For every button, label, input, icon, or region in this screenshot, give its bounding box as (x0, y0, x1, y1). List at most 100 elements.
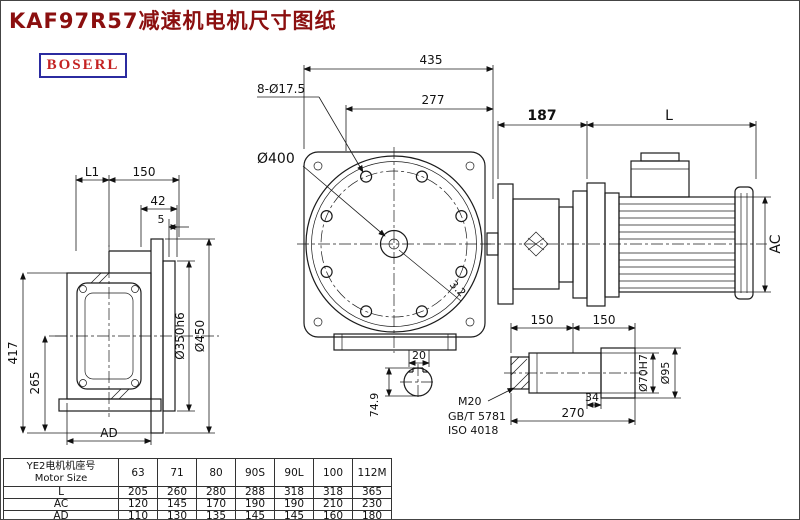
bolt-holes (320, 170, 468, 318)
dim-187: 187 (527, 108, 556, 124)
housing-outline (303, 151, 486, 338)
shaft-section-detail: 74.9 (368, 364, 436, 417)
housing-corner-screw (313, 317, 323, 327)
table-cell: 230 (352, 498, 392, 511)
dim-277: 277 (422, 93, 445, 107)
boserl-logo-text: BOSERL (46, 57, 120, 73)
motor-flange (586, 182, 606, 307)
table-cell: 160 (313, 510, 353, 519)
technical-drawing: L1 150 42 5 417 265 (6, 53, 784, 445)
dim-AC: AC (768, 234, 784, 253)
table-cell: 180 (352, 510, 392, 519)
table-header-motor-size: YE2电机机座号 Motor Size (3, 458, 119, 487)
dim-270: 270 (562, 406, 585, 420)
motor-fins (619, 203, 735, 289)
table-cell: 280 (196, 486, 236, 499)
gearbox-front-view: 3.2 (297, 147, 491, 353)
terminal-box-lid (640, 152, 680, 162)
dim-417: 417 (6, 342, 20, 365)
table-cell: 190 (274, 498, 314, 511)
dim-150: 150 (133, 165, 156, 179)
table-header-row: YE2电机机座号 Motor Size 63 71 80 90S 90L 100… (3, 458, 392, 487)
table-col-header: 112M (352, 458, 392, 487)
dim-34: 34 (585, 391, 599, 404)
dim-150a: 150 (531, 313, 554, 327)
thread-callout: M20 (458, 395, 482, 408)
housing-corner-screw (313, 161, 323, 171)
table-cell: 365 (352, 486, 392, 499)
base-plate (333, 333, 457, 351)
corner-bolt (131, 285, 139, 293)
dim-d70: Ø70H7 (637, 354, 650, 392)
standard-iso: ISO 4018 (448, 424, 498, 437)
dim-74-9: 74.9 (368, 393, 381, 418)
corner-bolt (131, 379, 139, 387)
shaft-end-hatch (510, 356, 530, 390)
table-cell: 145 (274, 510, 314, 519)
dim-20: 20 (412, 349, 426, 362)
table-col-header: 80 (196, 458, 236, 487)
dim-150b: 150 (593, 313, 616, 327)
table-col-header: 100 (313, 458, 353, 487)
adapter-ring (572, 190, 588, 299)
motor-front-housing (604, 192, 620, 298)
gearbox-foot (58, 398, 162, 412)
table-col-header: 90S (235, 458, 275, 487)
dim-L: L (665, 108, 673, 124)
table-cell: 145 (235, 510, 275, 519)
table-cell: 110 (118, 510, 158, 519)
table-cell: 318 (274, 486, 314, 499)
table-header-cn: YE2电机机座号 (26, 460, 96, 472)
table-row-label: L (3, 486, 119, 499)
table-cell: 260 (157, 486, 197, 499)
motor-size-table: YE2电机机座号 Motor Size 63 71 80 90S 90L 100… (3, 458, 392, 519)
table-row-AC: AC 120 145 170 190 190 210 230 (3, 498, 392, 511)
dim-435: 435 (420, 53, 443, 67)
dim-d95: Ø95 (659, 362, 672, 385)
hatch-lines (90, 272, 130, 400)
boserl-logo: BOSERL (39, 53, 127, 78)
gearbox-front-dims: 435 277 8-Ø17.5 Ø400 20 (257, 53, 494, 367)
housing-corner-screw (465, 161, 475, 171)
holes-callout: 8-Ø17.5 (257, 82, 305, 96)
table-cell: 318 (313, 486, 353, 499)
dim-265: 265 (28, 372, 42, 395)
table-cell: 190 (235, 498, 275, 511)
table-cell: 170 (196, 498, 236, 511)
page-title: KAF97R57减速机电机尺寸图纸 (9, 9, 337, 33)
corner-bolt (79, 379, 87, 387)
table-cell: 205 (118, 486, 158, 499)
housing-step (558, 206, 574, 283)
dim-L1: L1 (85, 165, 99, 179)
table-row-AD: AD 110 130 135 145 145 160 180 (3, 510, 392, 519)
table-cell: 130 (157, 510, 197, 519)
corner-bolt (79, 285, 87, 293)
dim-42: 42 (150, 194, 165, 208)
table-row-L: L 205 260 280 288 318 318 365 (3, 486, 392, 499)
dim-d350h6: Ø350h6 (173, 312, 187, 360)
gearbox-side-dims: L1 150 42 5 417 265 (6, 165, 215, 445)
table-cell: 145 (157, 498, 197, 511)
table-cell: 210 (313, 498, 353, 511)
table-cell: 135 (196, 510, 236, 519)
fan-cover (734, 186, 754, 300)
table-row-label: AD (3, 510, 119, 519)
dim-5: 5 (158, 213, 165, 226)
table-cell: 288 (235, 486, 275, 499)
table-col-header: 90L (274, 458, 314, 487)
motor-dims: 187 L AC (497, 108, 784, 293)
flange-dia-callout: Ø400 (257, 151, 295, 167)
housing-corner-screw (465, 317, 475, 327)
roughness-leader (398, 249, 462, 302)
table-col-header: 71 (157, 458, 197, 487)
dim-d450: Ø450 (193, 320, 207, 352)
output-shaft-detail: 150 150 M20 GB/T 5781 ISO 4018 34 270 Ø7… (448, 313, 681, 437)
table-col-header: 63 (118, 458, 158, 487)
dim-AD: AD (100, 426, 117, 440)
terminal-box (630, 160, 690, 198)
table-header-en: Motor Size (34, 472, 88, 484)
standard-gbt: GB/T 5781 (448, 410, 506, 423)
table-cell: 120 (118, 498, 158, 511)
table-row-label: AC (3, 498, 119, 511)
